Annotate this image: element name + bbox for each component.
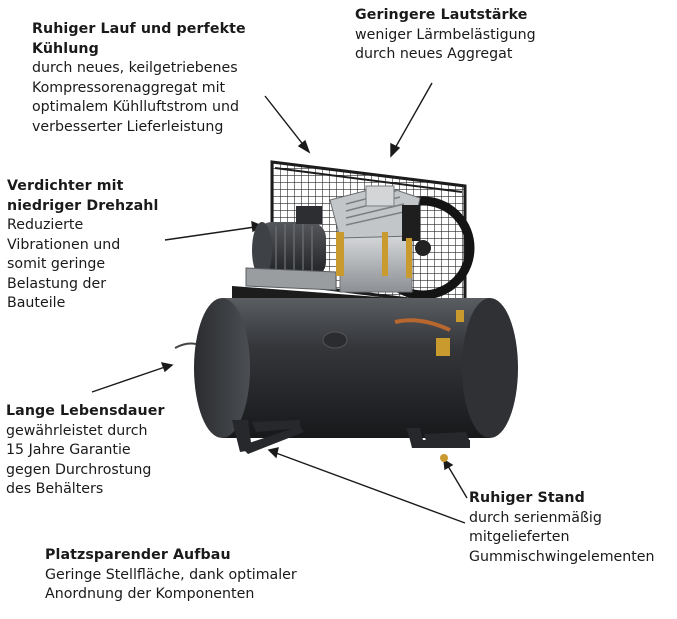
callout-lifetime-body-1: gewährleistet durch [6,422,148,439]
callout-compressor-title-2: niedriger Drehzahl [7,197,159,214]
callout-compressor-body-3: somit geringe [7,256,106,272]
callout-cooling-body-1: durch neues, keilgetriebenes [32,60,238,76]
callout-cooling-title-1: Ruhiger Lauf und perfekte [32,21,246,37]
callout-cooling: Ruhiger Lauf und perfekte Kühlung durch … [32,20,246,137]
callout-compressor-body-5: Bauteile [7,295,66,311]
callout-cooling-title-2: Kühlung [32,40,99,57]
callout-compressor-title-1: Verdichter mit [7,178,124,194]
callout-volume-body-1: weniger Lärmbelästigung [355,26,536,43]
callout-stand: Ruhiger Stand durch serienmäßig mitgelie… [469,489,655,567]
callout-stand-body-1: durch serienmäßig [469,509,602,526]
callout-stand-title: Ruhiger Stand [469,490,585,506]
callout-lifetime-body-4: des Behälters [6,481,104,497]
callout-stand-body-3: Gummischwingelementen [469,548,655,565]
callout-space-body-1: Geringe Stellfläche, dank optimaler [45,566,297,583]
callout-lifetime: Lange Lebensdauer gewährleistet durch 15… [6,402,165,500]
arrow-volume [390,82,433,158]
callout-compressor-body-1: Reduzierte [7,217,84,233]
callout-compressor-body-2: Vibrationen und [7,236,121,253]
callout-space-body-2: Anordnung der Komponenten [45,586,255,602]
electric-motor [245,206,337,291]
callout-lifetime-title: Lange Lebensdauer [6,403,165,419]
callout-lifetime-body-3: gegen Durchrostung [6,461,152,478]
callout-cooling-body-3: optimalem Kühlluftstrom und [32,99,239,115]
callout-arrows [91,82,468,524]
arrow-compressor [164,220,264,241]
callout-lifetime-body-2: 15 Jahre Garantie [6,442,131,458]
callout-volume-body-2: durch neues Aggregat [355,46,513,62]
arrow-stand [267,447,468,524]
callout-volume-title: Geringere Lautstärke [355,7,528,23]
compressor-head [329,185,421,293]
pressure-tank [174,298,518,438]
callout-volume: Geringere Lautstärke weniger Lärmbelästi… [355,6,536,65]
tank-feet [232,420,470,462]
callout-compressor-body-4: Belastung der [7,275,107,292]
callout-space: Platzsparender Aufbau Geringe Stellfläch… [45,546,297,605]
callout-stand-body-2: mitgelieferten [469,529,570,545]
arrow-lifetime [91,362,174,393]
callout-compressor: Verdichter mit niedriger Drehzahl Reduzi… [7,177,158,314]
callout-cooling-body-2: Kompressorenaggregat mit [32,79,226,96]
callout-cooling-body-4: verbesserter Lieferleistung [32,118,224,135]
callout-space-title: Platzsparender Aufbau [45,547,231,563]
arrow-cooling [264,95,311,154]
